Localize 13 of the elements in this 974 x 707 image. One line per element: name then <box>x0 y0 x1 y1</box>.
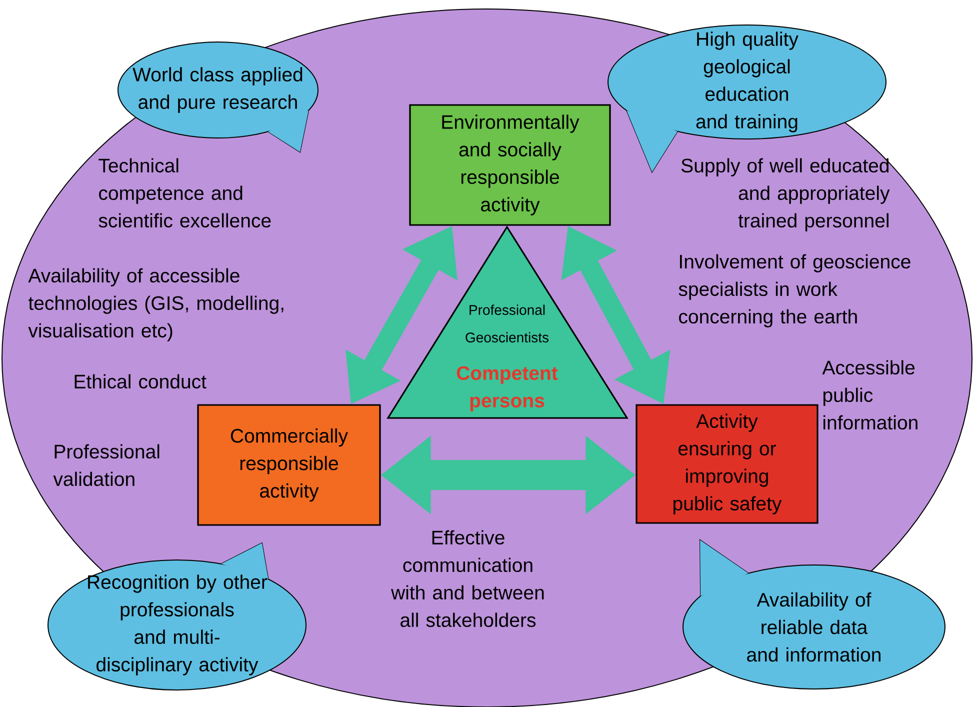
speech-bubble: Recognition by other professionals and multi-disciplinary activity <box>48 542 306 690</box>
label-text: Professional validation <box>53 444 160 486</box>
speech-bubble: World class applied and pure research <box>118 42 318 153</box>
text-box: Activity ensuring or improving public safety <box>636 404 818 524</box>
text-box: Commercially responsible activity <box>197 404 381 526</box>
text-box: Environmentally and socially responsible activity <box>409 104 611 226</box>
label-text: Effective communication with and between all stakeholders <box>391 530 544 628</box>
label-text: Ethical conduct <box>74 374 206 389</box>
label-text: Involvement of geoscience specialists in work concerning the earth <box>678 254 910 328</box>
label-text: Technical competence and scientific excellence <box>98 158 271 228</box>
label-text: Accessible public information <box>822 360 918 430</box>
speech-bubble: Availability of reliable data and information <box>682 539 946 690</box>
label-text: Availability of accessible technologies (GIS, modelling, visualisation etc) <box>28 268 284 342</box>
